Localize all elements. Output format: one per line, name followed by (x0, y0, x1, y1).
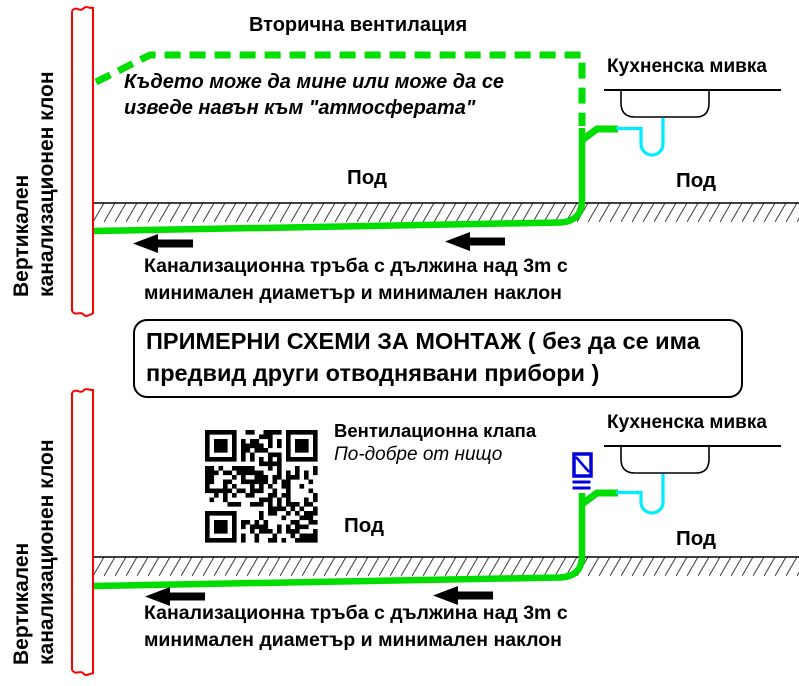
drain-pipe (92, 128, 586, 235)
kitchen-sink-drawing (604, 445, 781, 474)
drain-pipe (92, 493, 586, 590)
sewer-riser-pipe (71, 388, 94, 676)
riser-label-line2: канализационен клон (35, 439, 58, 665)
flow-arrow (445, 232, 505, 251)
riser-label-line1: Вертикален (10, 542, 33, 665)
riser-label-line2: канализационен клон (35, 71, 58, 297)
air-admittance-valve-icon (572, 452, 593, 490)
riser-label: Вертикален канализационен клон (9, 439, 59, 665)
riser-label-line1: Вертикален (10, 174, 33, 297)
flow-arrow (145, 587, 205, 606)
valve-title: Вентилационна клапа (334, 420, 537, 441)
secondary-vent-pipe (94, 51, 586, 126)
flow-arrow (133, 234, 193, 253)
title-box-line2: предвид други отводнявани прибори ) (146, 360, 600, 386)
sink-trap-pipe (616, 118, 665, 157)
kitchen-sink-drawing (604, 89, 781, 118)
vent-note-line1: Където може да мине или може да се (124, 71, 505, 93)
title-box-line1: ПРИМЕРНИ СХЕМИ ЗА МОНТАЖ ( без да се има (146, 328, 700, 354)
sink-trap-pipe (616, 474, 665, 515)
floor-hatch (93, 557, 799, 576)
pipe-caption-line1: Канализационна тръба с дължина над 3m с (144, 602, 568, 624)
branch-connector (579, 489, 618, 507)
sewer-riser-pipe (71, 6, 94, 317)
floor-label: Под (676, 527, 716, 550)
branch-connector (579, 125, 618, 143)
floor-hatch (93, 203, 799, 222)
floor-label: Под (347, 166, 387, 189)
riser-label: Вертикален канализационен клон (9, 71, 59, 297)
title-box: ПРИМЕРНИ СХЕМИ ЗА МОНТАЖ ( без да се има… (133, 319, 743, 398)
qr-code (205, 430, 318, 543)
sink-label: Кухненска мивка (607, 412, 767, 433)
scheme2-graphics (71, 388, 799, 676)
floor-label: Под (344, 514, 384, 537)
flow-arrow (433, 586, 493, 605)
pipe-caption-line1: Канализационна тръба с дължина над 3m с (144, 255, 568, 277)
scheme1-graphics (71, 6, 799, 317)
floor-label: Под (676, 169, 716, 192)
vent-note-line2: изведе навън към "атмосферата" (124, 97, 476, 119)
sink-label: Кухненска мивка (607, 56, 767, 77)
valve-note: По-добре от нищо (334, 444, 503, 465)
vent-title: Вторична вентилация (249, 14, 468, 36)
pipe-caption-line2: минимален диаметър и минимален наклон (144, 629, 562, 651)
pipe-caption-line2: минимален диаметър и минимален наклон (144, 282, 562, 304)
